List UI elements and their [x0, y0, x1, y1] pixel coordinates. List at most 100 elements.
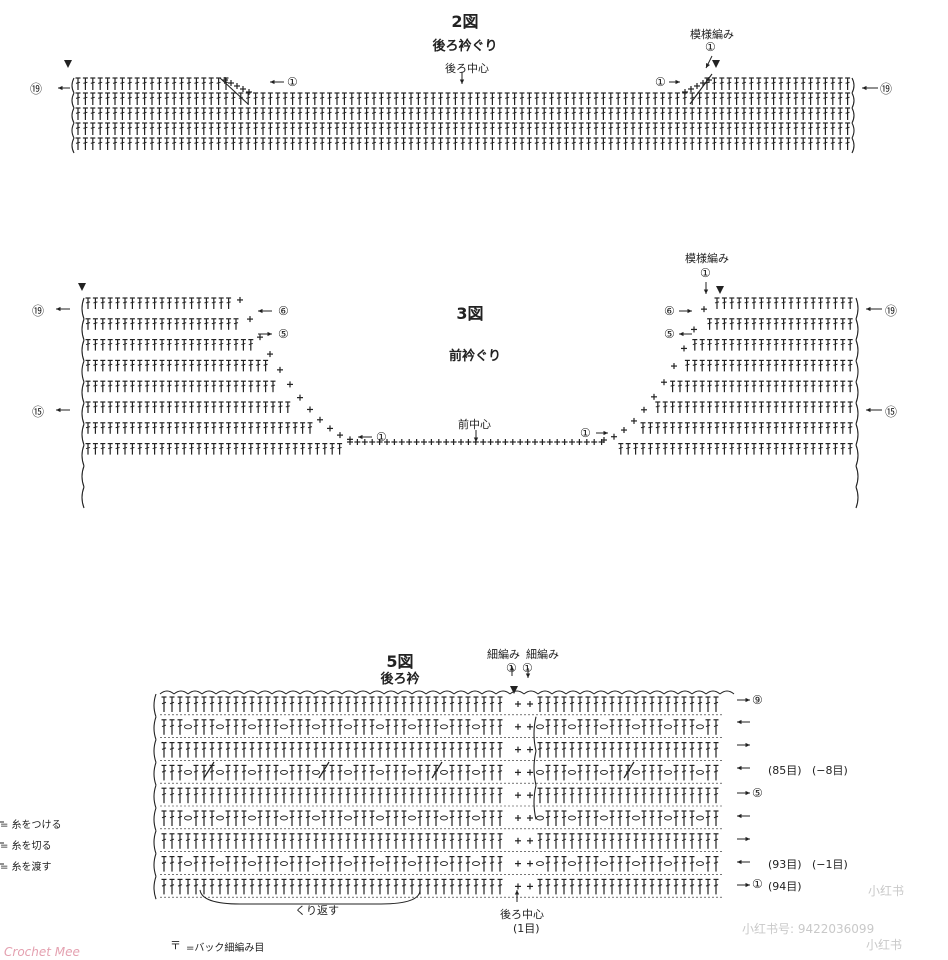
- d2-stitch: [564, 96, 569, 99]
- d3-stitch: [729, 405, 734, 408]
- diagram3-title: 3図: [456, 304, 484, 323]
- d5-stitch: [361, 724, 367, 728]
- d2-stitch: [741, 81, 747, 84]
- d5-stitch: [497, 838, 503, 842]
- d2-stitch: [542, 141, 547, 144]
- d5-stitch: [233, 747, 239, 750]
- d2-stitch: [275, 141, 280, 144]
- d5-chain: [632, 769, 640, 775]
- d5-chain: [344, 815, 352, 821]
- d5-stitch: [305, 747, 311, 750]
- d5-stitch: [481, 884, 487, 887]
- d5-stitch: [561, 838, 567, 842]
- d2-stitch: [704, 96, 710, 99]
- d5-chain: [536, 861, 544, 867]
- d2-stitch: [445, 96, 451, 99]
- d2-stitch: [283, 96, 288, 99]
- d5-stitch: [385, 770, 391, 773]
- d5-stitch: [289, 701, 295, 705]
- d2-stitch: [638, 126, 643, 129]
- d2-stitch: [815, 141, 821, 144]
- d2-stitch: [712, 96, 717, 99]
- d2-stitch: [238, 126, 243, 129]
- d5-top-chain: [691, 690, 707, 695]
- d5-stitch: [481, 747, 487, 750]
- d2-stitch: [808, 111, 813, 114]
- d5-stitch: [353, 838, 359, 842]
- d5-chain: [216, 815, 224, 821]
- d5-stitch: [273, 792, 279, 796]
- d5-decrease-mark: [623, 761, 635, 779]
- d2-stitch: [416, 96, 421, 99]
- d5-top-chain: [635, 690, 651, 695]
- d5-stitch: [441, 701, 447, 705]
- d2-stitch: [801, 96, 806, 99]
- d2-stitch: [186, 126, 192, 129]
- d5-stitch: [297, 701, 303, 705]
- d5-stitch: [489, 701, 495, 705]
- d2-stitch: [135, 81, 140, 84]
- d5-left-edge: [153, 762, 157, 786]
- d5-row-arrow: [745, 697, 750, 703]
- d3-stitch: [130, 301, 135, 304]
- d5-stitch: [337, 815, 343, 819]
- d5-stitch: [705, 838, 711, 842]
- d3-stitch: [840, 384, 845, 387]
- d2-stitch: [186, 141, 192, 144]
- d2-stitch: [527, 96, 532, 99]
- d2-stitch: [231, 141, 236, 144]
- d5-stitch: [489, 884, 495, 887]
- d5-stitch: [393, 838, 399, 842]
- d5-row-arrow: [745, 790, 750, 796]
- d2-stitch: [223, 126, 229, 129]
- d3-stitch: [840, 342, 845, 346]
- d5-stitch: [641, 747, 647, 750]
- d2-stitch: [394, 126, 399, 129]
- d3-stitch: [115, 363, 120, 366]
- d2-stitch: [172, 111, 177, 114]
- d5-stitch: [449, 792, 455, 796]
- d5-chain: [568, 724, 576, 730]
- d5-stitch: [369, 724, 375, 728]
- d5-stitch: [369, 884, 375, 887]
- d2-stitch: [297, 141, 303, 144]
- d2-slope-left: [219, 77, 249, 105]
- d2-stitch: [386, 96, 391, 99]
- d3-left-edge: [81, 297, 85, 320]
- d5-stitch: [297, 724, 303, 728]
- d2-stitch: [371, 126, 377, 129]
- d5-stitch: [585, 815, 591, 819]
- d2-stitch: [704, 126, 710, 129]
- d5-stitch: [553, 792, 559, 796]
- d2-stitch: [630, 126, 636, 129]
- d2-stitch: [616, 126, 621, 129]
- d3-stitch: [159, 322, 165, 325]
- d5-top-chain: [257, 690, 273, 695]
- d5-stitch: [673, 701, 679, 705]
- d5-stitch: [345, 838, 351, 842]
- d5-stitch: [705, 701, 711, 705]
- d2-stitch: [164, 111, 169, 114]
- d5-chain: [184, 769, 192, 775]
- d3-arrow-row5-left: [267, 331, 272, 337]
- d3-stitch: [122, 405, 128, 408]
- d3-stitch: [108, 301, 113, 304]
- d5-stitch: [225, 792, 231, 796]
- d2-stitch: [542, 96, 547, 99]
- diagram5-title: 5図: [386, 652, 414, 671]
- d2-stitch: [179, 141, 184, 144]
- d3-stitch: [174, 384, 179, 387]
- d2-stitch: [601, 141, 606, 144]
- d3-stitch: [766, 342, 771, 346]
- d5-stitch: [273, 815, 279, 819]
- d3-stitch: [840, 363, 845, 366]
- d5-top-chain: [369, 690, 385, 695]
- d3-arrow-marker-left: [358, 434, 363, 440]
- d3-stitch: [219, 301, 224, 304]
- d5-stitch: [425, 884, 431, 887]
- d5-stitch: [289, 747, 295, 750]
- d5-stitch: [569, 747, 575, 750]
- d2-stitch: [512, 111, 517, 114]
- d5-stitch: [305, 701, 311, 705]
- d5-chain: [472, 724, 480, 730]
